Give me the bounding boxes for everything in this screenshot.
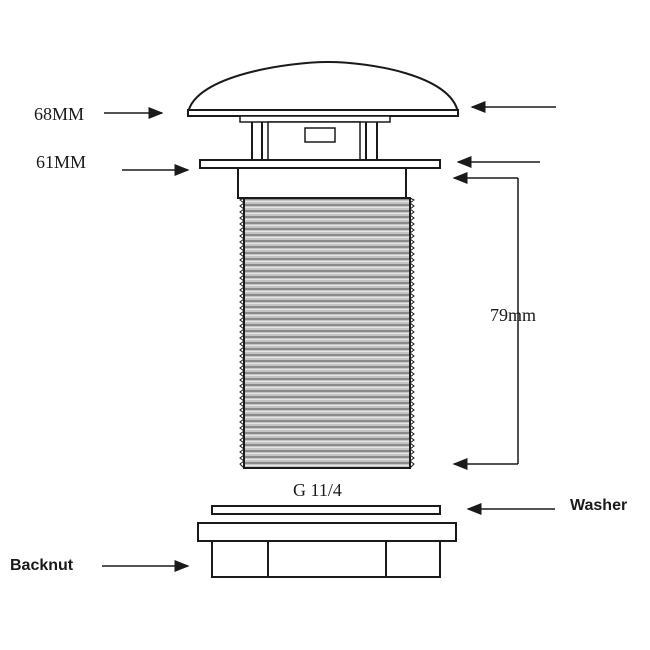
neck xyxy=(237,167,407,199)
thread-size-label: G 11/4 xyxy=(293,480,342,500)
washer-label: Washer xyxy=(570,497,628,514)
backnut-body xyxy=(211,540,441,578)
washer xyxy=(211,505,441,515)
flange-diameter-label: 61MM xyxy=(36,152,87,172)
cap-rim xyxy=(187,109,459,117)
cap-diameter-label: 68MM xyxy=(34,104,85,124)
cap-stem xyxy=(239,115,391,123)
backnut-top xyxy=(197,522,457,542)
threaded-body xyxy=(243,197,411,469)
cap-dome xyxy=(186,60,460,114)
flange xyxy=(199,159,441,169)
thread-length-label: 79mm xyxy=(490,305,537,325)
backnut-label: Backnut xyxy=(10,557,74,574)
